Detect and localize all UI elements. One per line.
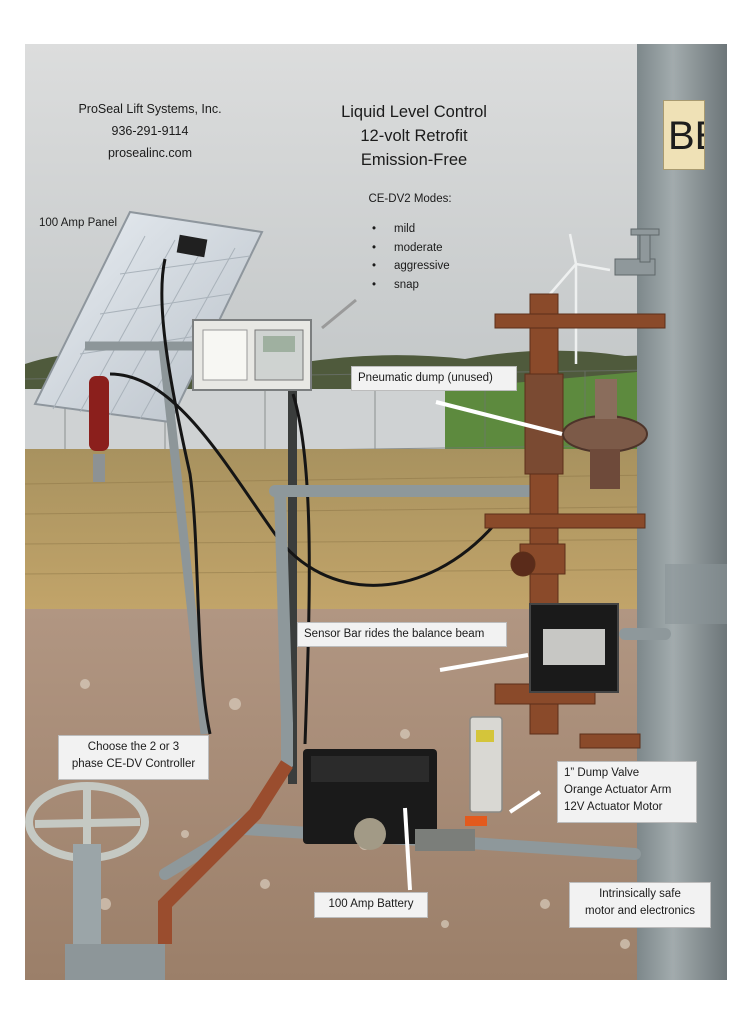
rusty-pipe-left xyxy=(158,760,293,944)
controller-post xyxy=(288,384,297,784)
sensor-bar-label: Sensor Bar rides the balance beam xyxy=(297,622,507,647)
battery-label: 100 Amp Battery xyxy=(314,892,428,918)
pneumatic-dump-label: Pneumatic dump (unused) xyxy=(351,366,517,391)
storage-tank xyxy=(637,44,727,980)
company-phone: 936-291-9114 xyxy=(111,124,189,138)
modes-title: CE-DV2 Modes: xyxy=(368,193,452,205)
headline-line2: 12-volt Retrofit xyxy=(360,127,468,145)
intrinsically-safe-line2: motor and electronics xyxy=(585,905,695,917)
panel-stand xyxy=(85,341,210,735)
cables xyxy=(109,258,497,745)
solar-panel-label: 100 Amp Panel xyxy=(39,217,118,229)
red-filter xyxy=(89,376,109,451)
headline-line1: Liquid Level Control xyxy=(341,103,487,121)
pneumatic-regulator xyxy=(562,415,648,453)
modes-list: mildmoderateaggressivesnap xyxy=(370,220,450,294)
headline-line3: Emission-Free xyxy=(360,151,468,169)
mode-item: mild xyxy=(370,220,450,239)
headline-block: Liquid Level Control 12-volt Retrofit Em… xyxy=(278,100,550,172)
dump-valve-label-line2: Orange Actuator Arm xyxy=(564,784,672,796)
controller-label: Choose the 2 or 3 phase CE-DV Controller xyxy=(58,735,209,780)
mode-item: moderate xyxy=(370,239,450,258)
controller-label-line1: Choose the 2 or 3 xyxy=(87,741,180,753)
company-block: ProSeal Lift Systems, Inc. 936-291-9114 … xyxy=(25,98,275,164)
dump-valve-label-line1: 1” Dump Valve xyxy=(564,767,640,779)
tank-spigot xyxy=(614,228,660,276)
gas-pipes xyxy=(159,485,671,880)
tank-sign: BE xyxy=(663,100,705,170)
dump-valve-label: 1” Dump Valve Orange Actuator Arm 12V Ac… xyxy=(557,761,697,823)
photo-illustration xyxy=(25,44,727,980)
site-photo xyxy=(25,44,727,980)
mode-item: aggressive xyxy=(370,257,450,276)
company-website: prosealinc.com xyxy=(107,146,193,160)
intrinsically-safe-label: Intrinsically safe motor and electronics xyxy=(569,882,711,928)
dry-grass xyxy=(25,449,727,619)
mode-item: snap xyxy=(370,276,450,295)
intrinsically-safe-line1: Intrinsically safe xyxy=(599,888,681,900)
dump-valve-label-line3: 12V Actuator Motor xyxy=(564,801,663,813)
controller-label-line2: phase CE-DV Controller xyxy=(71,758,196,770)
company-name: ProSeal Lift Systems, Inc. xyxy=(78,102,222,116)
